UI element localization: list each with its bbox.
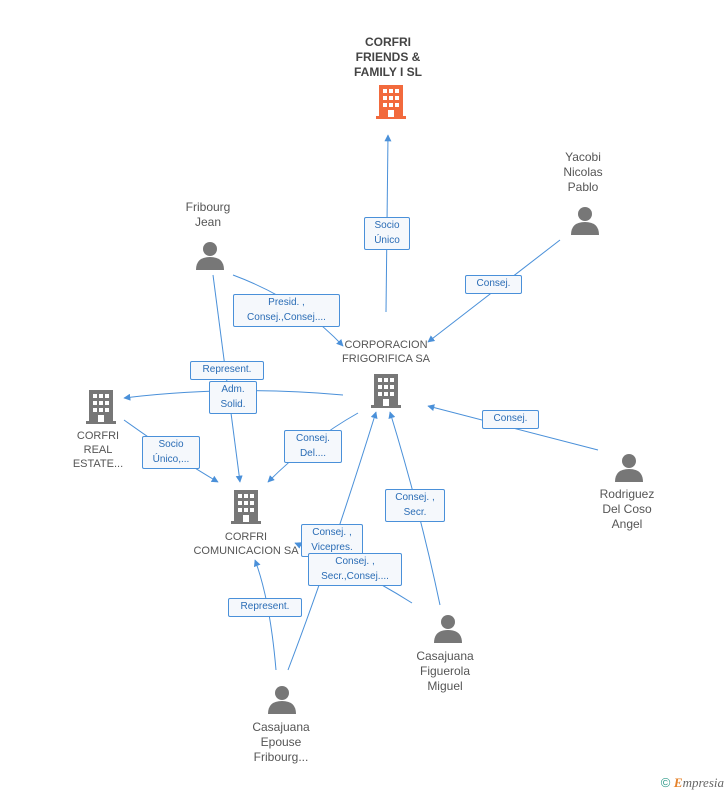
person-icon [571,207,599,235]
node-label-rodriguez[interactable]: Rodriguez Del Coso Angel [599,487,655,531]
edge-label-consej-vicepres: Consej. , Vicepres. [301,524,363,557]
person-icon [434,615,462,643]
person-icon [196,242,224,270]
node-label-corfri-friends[interactable]: CORFRI FRIENDS & FAMILY I SL [353,35,422,79]
node-label-yacobi[interactable]: Yacobi Nicolas Pablo [563,150,603,194]
edge-label-consej-secr-consej: Consej. , Secr.,Consej.... [308,553,402,586]
building-icon [231,490,261,524]
node-label-casajuana-ef[interactable]: Casajuana Epouse Fribourg... [252,720,310,764]
edge-label-represent-casajuana: Represent. [228,598,302,617]
brand-logo: Empresia [673,775,724,790]
building-icon [376,85,406,119]
edge-label-consej-del: Consej. Del.... [284,430,342,463]
edge-label-consej-secr: Consej. , Secr. [385,489,445,522]
copyright-symbol: © [660,775,671,790]
edge-label-consej-yacobi: Consej. [465,275,522,294]
node-label-fribourg[interactable]: Fribourg Jean [185,200,231,229]
edge-label-presid: Presid. , Consej.,Consej.... [233,294,340,327]
node-label-corfri-com[interactable]: CORFRI COMUNICACION SA [193,531,299,557]
building-icon [86,390,116,424]
edge-consej-rodriguez [427,404,599,451]
node-label-casajuana-fm[interactable]: Casajuana Figuerola Miguel [416,649,474,693]
building-icon [371,374,401,408]
edge-label-socio-unico: Socio Único [364,217,410,250]
node-label-corfri-real[interactable]: CORFRI REAL ESTATE... [72,430,124,470]
footer-brand: © Empresia [661,775,724,791]
edge-label-consej-rodriguez: Consej. [482,410,539,429]
edge-label-adm-solid: Adm. Solid. [209,381,257,414]
person-icon [268,686,296,714]
edge-label-represent-fribourg: Represent. [190,361,264,380]
person-icon [615,454,643,482]
edge-label-socio-unico-real: Socio Único,... [142,436,200,469]
node-label-corporacion[interactable]: CORPORACION FRIGORIFICA SA [341,339,430,365]
